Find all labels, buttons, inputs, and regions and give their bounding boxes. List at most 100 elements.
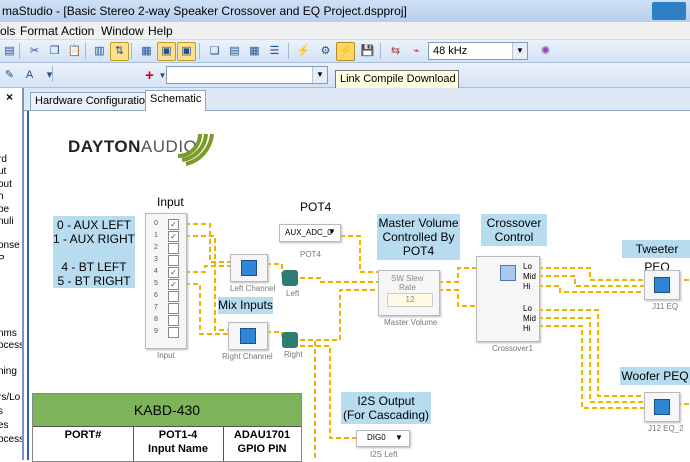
plus-dropdown-icon[interactable]: ▼ xyxy=(158,71,167,80)
view-left-icon[interactable]: ▥ xyxy=(94,45,105,57)
right-mixer-block[interactable] xyxy=(228,322,268,350)
sample-rate-select[interactable]: 48 kHz ▼ xyxy=(428,42,528,60)
mix-inputs-callout: Mix Inputs xyxy=(218,297,273,314)
toolbox-item[interactable]: onse xyxy=(0,240,20,251)
woofer-peq-callout: Woofer PEQ xyxy=(620,367,690,385)
input-channel-checkbox[interactable] xyxy=(168,327,179,338)
window-grid-icon[interactable]: ▦ xyxy=(249,45,260,57)
callout-line: POT4 xyxy=(402,244,435,258)
pot4-chevron-icon[interactable]: ▼ xyxy=(328,227,336,236)
table-header-gpio: ADAU1701 GPIO PIN xyxy=(223,428,301,456)
save-download-icon[interactable]: 💾 xyxy=(360,45,375,57)
input-channel-checkbox[interactable] xyxy=(168,303,179,314)
toolbox-item[interactable]: rs/Lo xyxy=(0,392,21,403)
close-icon[interactable]: × xyxy=(6,90,14,104)
input-channel-checkbox[interactable]: ✓ xyxy=(168,279,179,290)
input-channel-checkbox[interactable]: ✓ xyxy=(168,231,179,242)
volume-value-field[interactable]: 12 xyxy=(387,293,433,307)
input-channel-checkbox[interactable] xyxy=(168,291,179,302)
callout-line xyxy=(53,246,135,260)
tab-schematic[interactable]: Schematic xyxy=(145,90,207,111)
menu-help[interactable]: Help xyxy=(148,24,173,38)
crossover-out-hi: Hi xyxy=(523,282,531,291)
i2s-block[interactable]: DIG0 ▼ xyxy=(356,430,410,447)
header-line: GPIO PIN xyxy=(237,443,287,455)
brand-part1: DAYTON xyxy=(68,137,141,156)
font-icon[interactable]: A xyxy=(25,69,34,81)
header-line: PORT# xyxy=(64,429,102,441)
object-select-chevron-icon[interactable]: ▼ xyxy=(312,67,327,83)
text-tool-icon[interactable]: ✎ xyxy=(4,69,15,81)
woofer-eq-icon[interactable] xyxy=(654,399,670,415)
settings-gear-icon[interactable]: ✺ xyxy=(540,45,551,57)
dropdown-arrow-icon[interactable]: ▾ xyxy=(46,69,53,81)
header-line: ADAU1701 xyxy=(233,429,291,441)
input-channel-checkbox[interactable]: ✓ xyxy=(168,267,179,278)
tweeter-eq-block[interactable] xyxy=(644,270,680,300)
toolbox-item[interactable]: es xyxy=(0,420,9,431)
toolbox-item[interactable]: out xyxy=(0,179,12,190)
callout-line: 5 - BT RIGHT xyxy=(57,274,131,288)
input-channel-number: 5 xyxy=(154,280,158,287)
master-volume-block[interactable]: SW Slew Rate 12 xyxy=(378,270,440,316)
link-compile-download-icon[interactable]: ⚡ xyxy=(336,42,355,61)
menu-action[interactable]: Action xyxy=(61,24,95,38)
dayton-audio-logo: DAYTONAUDIO xyxy=(68,137,197,157)
left-mixer-block[interactable] xyxy=(230,254,268,282)
tweeter-eq-icon[interactable] xyxy=(654,277,670,293)
toolbox-item[interactable]: ning xyxy=(0,366,17,377)
input-channel-checkbox[interactable] xyxy=(168,243,179,254)
object-select[interactable]: ▼ xyxy=(166,66,328,84)
input-channel-checkbox[interactable] xyxy=(168,315,179,326)
left-mixer-icon[interactable] xyxy=(241,260,257,276)
toolbox-item[interactable]: nms xyxy=(0,328,17,339)
right-node-icon[interactable] xyxy=(282,332,298,348)
menu-tools[interactable]: ols xyxy=(0,24,16,38)
toolbox-item[interactable]: s xyxy=(0,406,3,417)
toolbox-item[interactable]: ocess xyxy=(0,434,24,445)
callout-line: Control xyxy=(494,230,534,244)
tab-hardware-configuration[interactable]: Hardware Configuration xyxy=(30,92,157,110)
crossover-block[interactable]: Lo Mid Hi Lo Mid Hi xyxy=(476,256,540,342)
window-list-icon[interactable]: ☰ xyxy=(269,45,280,57)
left-node-label: Left xyxy=(286,289,300,298)
window-cascade-icon[interactable]: ❏ xyxy=(209,45,220,57)
toolbox-item[interactable]: ut xyxy=(0,166,7,177)
woofer-eq-block[interactable] xyxy=(644,392,680,422)
toolbox-item[interactable]: rd xyxy=(0,154,7,165)
window-tile-icon[interactable]: ▤ xyxy=(229,45,240,57)
callout-line: 1 - AUX RIGHT xyxy=(53,232,136,246)
i2s-value: DIG0 xyxy=(367,433,386,442)
crossover-graph-icon[interactable] xyxy=(500,265,516,281)
menu-window[interactable]: Window xyxy=(101,24,144,38)
input-channel-checkbox[interactable] xyxy=(168,255,179,266)
i2s-chevron-icon[interactable]: ▼ xyxy=(395,433,403,442)
paste-icon[interactable]: 📋 xyxy=(67,45,82,57)
panel-b-icon[interactable]: ▣ xyxy=(157,42,176,61)
view-toggle-icon[interactable]: ⇅ xyxy=(110,42,129,61)
pot4-block[interactable]: AUX_ADC_0 ▼ xyxy=(279,224,341,242)
toolbox-item[interactable]: ocess xyxy=(0,340,24,351)
toolbox-item[interactable]: h xyxy=(0,191,4,202)
tweeter-sub-label: J11 EQ xyxy=(652,302,679,311)
left-channel-sub-label: Left Channel xyxy=(230,284,276,293)
cut-icon[interactable]: ✂ xyxy=(29,45,40,57)
toolbox-item[interactable]: nuli xyxy=(0,216,14,227)
chevron-down-icon[interactable]: ▼ xyxy=(512,43,527,59)
compile-icon[interactable]: ⚙ xyxy=(320,45,331,57)
right-mixer-icon[interactable] xyxy=(240,328,256,344)
add-plus-icon[interactable]: + xyxy=(145,67,154,84)
woofer-sub-label: J12 EQ_2 xyxy=(648,424,684,433)
input-channel-checkbox[interactable]: ✓ xyxy=(168,219,179,230)
toolbox-item[interactable]: P xyxy=(0,254,5,265)
copy-icon[interactable]: ❐ xyxy=(49,45,60,57)
toolbox-item[interactable]: pe xyxy=(0,204,10,215)
link-icon[interactable]: ⚡ xyxy=(296,45,311,57)
panel-c-icon[interactable]: ▣ xyxy=(177,42,196,61)
panel-a-icon[interactable]: ▦ xyxy=(141,45,152,57)
layout-icon[interactable]: ▤ xyxy=(4,45,15,57)
title-bar: maStudio - [Basic Stereo 2-way Speaker C… xyxy=(0,0,690,23)
left-node-icon[interactable] xyxy=(282,270,298,286)
menu-format[interactable]: Format xyxy=(20,24,59,38)
